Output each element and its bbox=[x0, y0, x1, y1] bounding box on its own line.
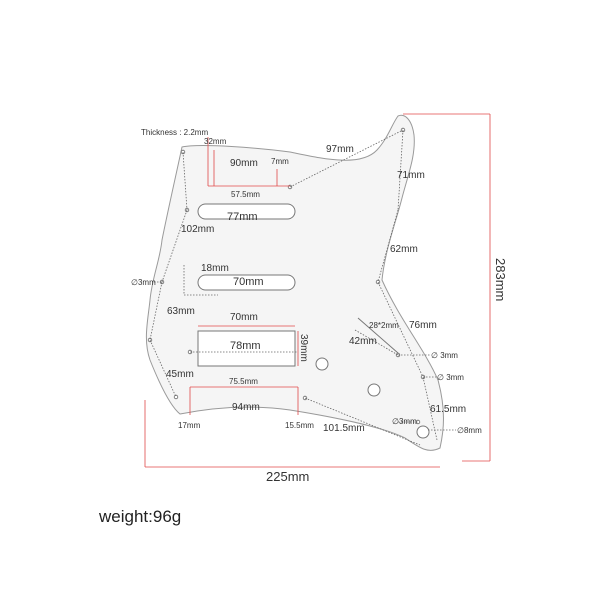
label-97mm: 97mm bbox=[326, 144, 354, 155]
pickup-slot-humbucker bbox=[197, 330, 296, 367]
label-61-5mm: 61.5mm bbox=[430, 404, 466, 415]
control-hole-1 bbox=[315, 357, 329, 371]
label-57-5mm: 57.5mm bbox=[231, 190, 260, 199]
label-75-5mm: 75.5mm bbox=[229, 377, 258, 386]
label-hole3-c: ∅3mm bbox=[392, 417, 417, 426]
label-28x2mm: 28*2mm bbox=[369, 321, 399, 330]
label-hole3-a: ∅ 3mm bbox=[431, 351, 458, 360]
label-17mm: 17mm bbox=[178, 421, 201, 430]
dim-line-71 bbox=[397, 129, 404, 211]
dim-line-42 bbox=[354, 329, 399, 356]
label-7mm: 7mm bbox=[271, 157, 289, 166]
label-39mm: 39mm bbox=[298, 334, 309, 362]
label-94mm: 94mm bbox=[232, 402, 260, 413]
label-225mm: 225mm bbox=[266, 469, 309, 484]
pickup-slot-neck bbox=[197, 203, 296, 220]
label-18mm: 18mm bbox=[201, 263, 229, 274]
dim-line-63 bbox=[149, 281, 163, 341]
control-hole-2 bbox=[367, 383, 381, 397]
control-hole-3 bbox=[416, 425, 430, 439]
dim-line-62 bbox=[377, 209, 399, 283]
label-71mm: 71mm bbox=[397, 170, 425, 181]
pickup-slot-middle bbox=[197, 274, 296, 291]
label-15-5mm: 15.5mm bbox=[285, 421, 314, 430]
label-77mm: 77mm bbox=[227, 211, 258, 223]
dim-line-102 bbox=[182, 151, 188, 211]
label-90mm: 90mm bbox=[230, 158, 258, 169]
label-102mm: 102mm bbox=[181, 224, 214, 235]
label-42mm: 42mm bbox=[349, 336, 377, 347]
label-70mm-a: 70mm bbox=[233, 276, 264, 288]
dim-line-45 bbox=[149, 339, 177, 398]
dimension-labels: Thickness : 2.2mm 32mm 90mm 7mm 97mm 71m… bbox=[131, 128, 508, 484]
label-283mm: 283mm bbox=[493, 258, 508, 301]
dimension-lines-red bbox=[144, 113, 491, 468]
label-thickness: Thickness : 2.2mm bbox=[141, 128, 208, 137]
label-32mm: 32mm bbox=[204, 137, 227, 146]
label-hole3-left: ∅3mm bbox=[131, 278, 156, 287]
label-101-5mm: 101.5mm bbox=[323, 423, 365, 434]
screw-hole-10 bbox=[173, 394, 179, 400]
switch-slot bbox=[357, 317, 399, 354]
label-hole8: ∅8mm bbox=[457, 426, 482, 435]
label-76mm: 76mm bbox=[409, 320, 437, 331]
label-63mm: 63mm bbox=[167, 306, 195, 317]
dim-line-76 bbox=[377, 281, 424, 378]
weight-label: weight:96g bbox=[99, 507, 182, 526]
dim-line-upper-left bbox=[161, 209, 188, 283]
dimension-lines-gray bbox=[149, 129, 456, 446]
label-78mm: 78mm bbox=[230, 340, 261, 352]
label-45mm: 45mm bbox=[166, 369, 194, 380]
label-62mm: 62mm bbox=[390, 244, 418, 255]
label-70mm-b: 70mm bbox=[230, 312, 258, 323]
label-hole3-b: ∅ 3mm bbox=[437, 373, 464, 382]
dim-line-97 bbox=[289, 129, 404, 188]
